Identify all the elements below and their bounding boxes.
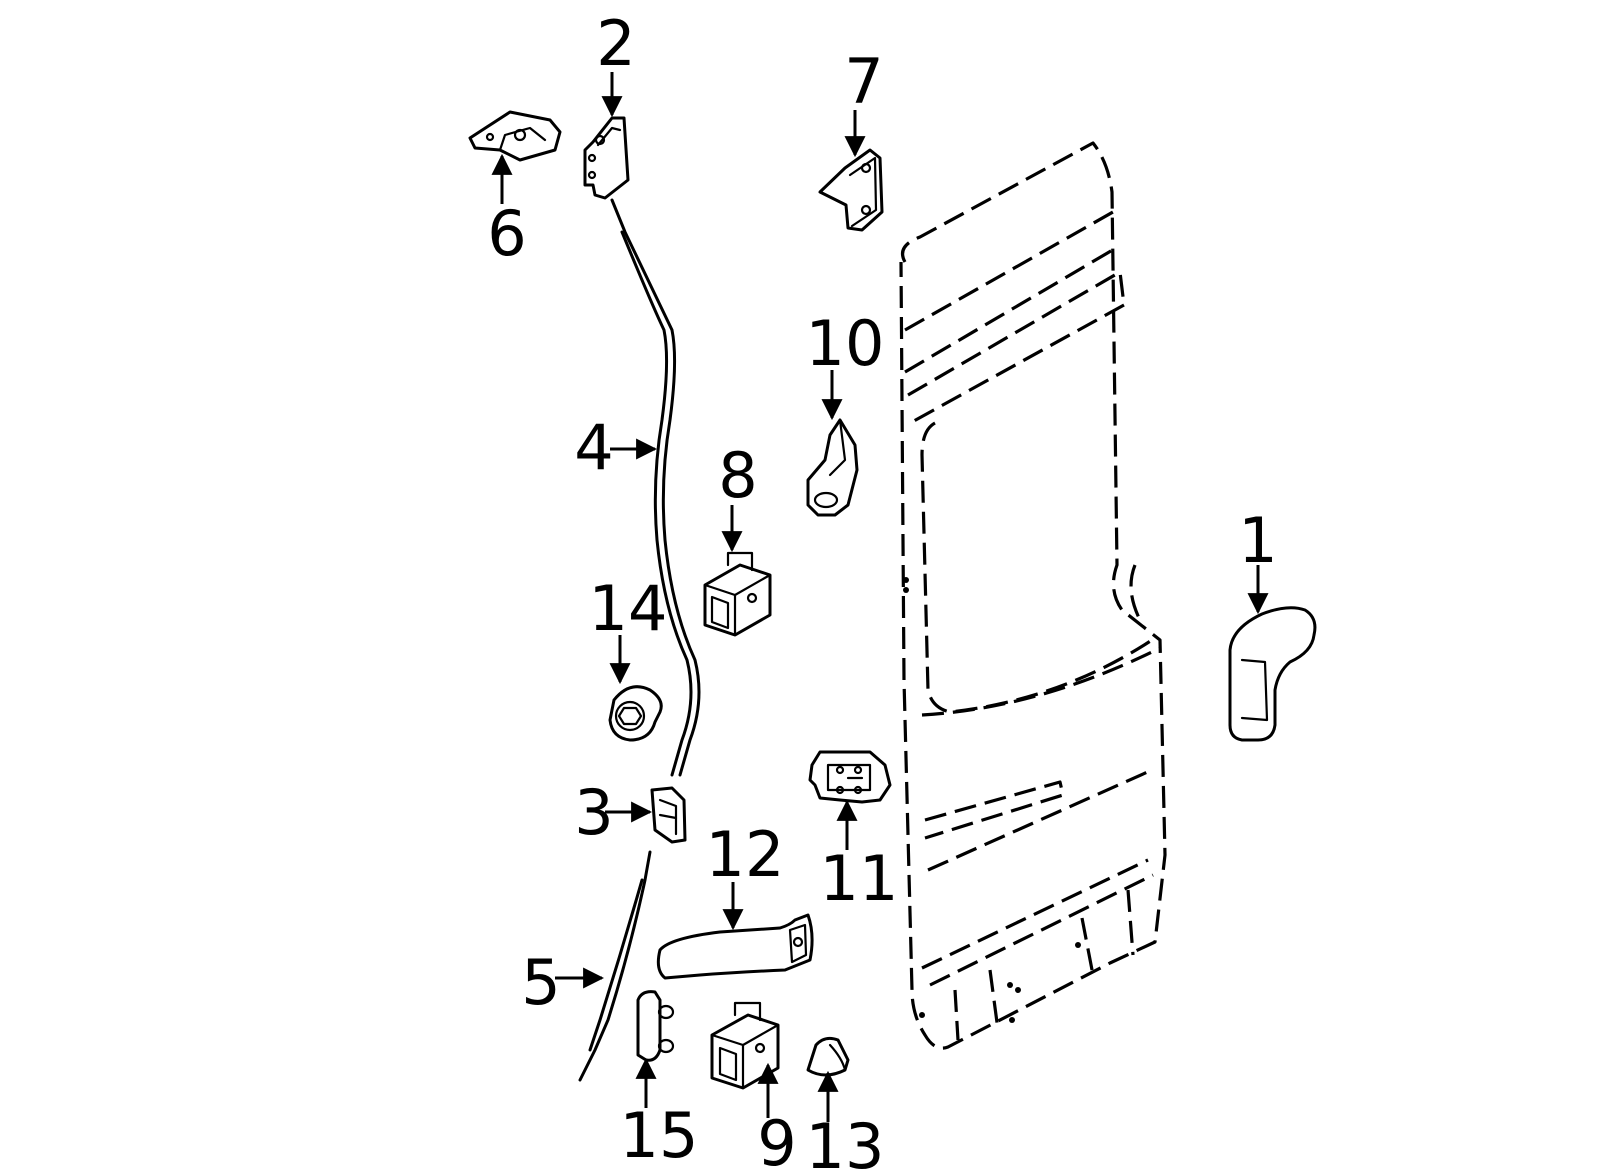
callout-1: 1 xyxy=(1238,504,1277,577)
part-10-bracket xyxy=(806,418,859,517)
part-6-hinge-plate xyxy=(468,110,562,162)
part-14-knob xyxy=(608,685,663,742)
callout-15: 15 xyxy=(620,1099,699,1172)
part-12-outside-handle xyxy=(656,913,814,980)
part-15-stop-block xyxy=(636,990,675,1062)
part-4-upper-rod xyxy=(610,198,701,777)
leader-lines xyxy=(491,72,1269,1122)
part-13-bumper xyxy=(806,1036,850,1077)
callout-2: 2 xyxy=(596,7,635,80)
callout-3: 3 xyxy=(574,776,613,849)
callout-12: 12 xyxy=(706,818,785,891)
callout-6: 6 xyxy=(487,197,526,270)
callout-13: 13 xyxy=(806,1110,885,1176)
part-7-striker xyxy=(818,148,884,232)
callout-labels: 1 2 3 4 5 6 7 8 9 10 11 12 13 14 15 xyxy=(487,7,1277,1176)
callout-5: 5 xyxy=(521,946,560,1019)
part-8-actuator xyxy=(703,551,772,637)
part-3-rod-guide xyxy=(650,786,687,844)
part-11-latch-plate xyxy=(808,750,892,804)
callout-7: 7 xyxy=(844,45,883,118)
callout-14: 14 xyxy=(589,572,668,645)
part-1-handle-cover xyxy=(1228,606,1317,742)
rear-door-phantom xyxy=(899,141,1167,1050)
part-2-latch xyxy=(583,116,630,200)
callout-9: 9 xyxy=(757,1107,796,1176)
callout-8: 8 xyxy=(718,439,757,512)
callout-11: 11 xyxy=(820,842,899,915)
part-5-lower-rod xyxy=(578,850,652,1082)
callout-4: 4 xyxy=(574,411,613,484)
callout-10: 10 xyxy=(806,307,885,380)
